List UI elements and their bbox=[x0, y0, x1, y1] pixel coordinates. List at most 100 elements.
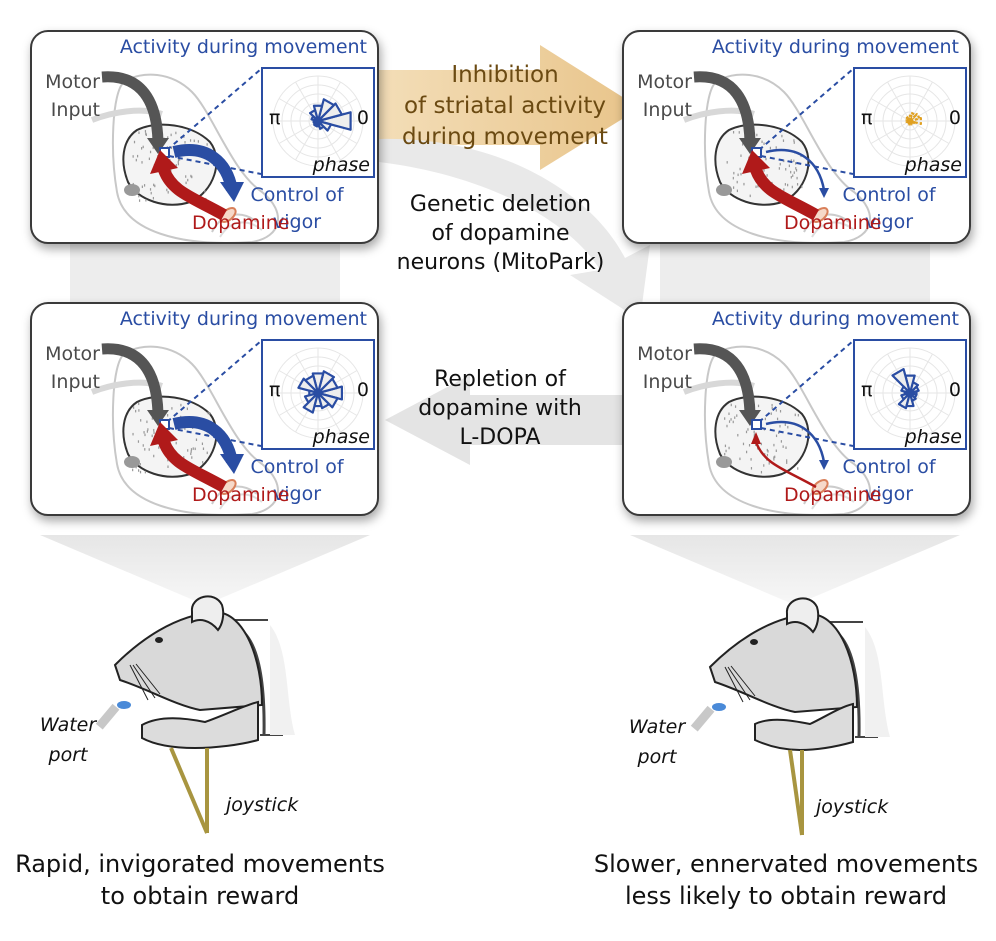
polar-grid-spoke bbox=[870, 120, 911, 144]
texture-dot bbox=[146, 430, 148, 433]
inhibition-line-1: Inhibition bbox=[451, 62, 559, 88]
texture-dot bbox=[755, 185, 757, 189]
water-port-label-right: Water port bbox=[627, 712, 687, 772]
texture-dot bbox=[786, 459, 788, 462]
texture-dot bbox=[177, 158, 180, 162]
texture-dot bbox=[725, 449, 727, 453]
texture-dot bbox=[206, 143, 208, 146]
mouse-left bbox=[95, 595, 295, 834]
texture-dot bbox=[185, 181, 187, 185]
motor-input-arrow bbox=[693, 343, 756, 415]
texture-dot bbox=[765, 157, 767, 161]
texture-dot bbox=[209, 411, 211, 415]
texture-dot bbox=[785, 168, 787, 171]
dopamine-arrowhead bbox=[742, 150, 770, 174]
texture-dot bbox=[781, 134, 783, 138]
texture-dot bbox=[779, 162, 781, 166]
texture-dot bbox=[750, 467, 753, 470]
texture-dot bbox=[190, 174, 192, 178]
texture-dot bbox=[158, 446, 160, 449]
texture-dot bbox=[152, 196, 155, 200]
texture-dot bbox=[745, 450, 748, 454]
polar-grid-spoke bbox=[887, 120, 911, 161]
caption-right-line-2: less likely to obtain reward bbox=[624, 882, 948, 910]
caption-right-line-1: Slower, ennervated movements bbox=[593, 850, 979, 878]
texture-dot bbox=[734, 416, 736, 419]
control-label-line-2: vigor bbox=[864, 211, 914, 233]
texture-dot bbox=[779, 410, 782, 413]
polar-center bbox=[906, 389, 914, 397]
nigra-outline-2 bbox=[811, 493, 855, 510]
texture-dot bbox=[136, 154, 139, 158]
dopamine-arrowhead bbox=[150, 150, 178, 174]
caption-left-line-2: to obtain reward bbox=[100, 882, 300, 910]
brain-outline bbox=[703, 73, 871, 242]
texture-dot bbox=[740, 172, 742, 176]
texture-dot bbox=[766, 174, 768, 177]
deletion-line-1: Genetic deletion bbox=[409, 192, 592, 217]
texture-dot bbox=[730, 418, 732, 421]
tube-body bbox=[270, 625, 295, 735]
texture-dot bbox=[189, 139, 192, 142]
texture-dot bbox=[796, 176, 798, 180]
texture-dot bbox=[757, 185, 759, 188]
texture-dot bbox=[760, 442, 762, 446]
texture-dot bbox=[797, 467, 799, 470]
texture-dot bbox=[784, 183, 786, 186]
polar-histogram bbox=[272, 347, 364, 439]
texture-dot bbox=[739, 167, 741, 171]
connector-left bbox=[70, 240, 340, 305]
texture-dot bbox=[749, 194, 751, 198]
texture-dot bbox=[793, 141, 795, 144]
texture-dot bbox=[183, 456, 185, 459]
dopamine-arrow bbox=[750, 167, 819, 221]
whiskers bbox=[724, 665, 756, 703]
texture-dot bbox=[138, 469, 140, 472]
control-of-vigor-label: Control of vigor bbox=[829, 182, 949, 236]
inset-zoom-line-1 bbox=[166, 340, 262, 423]
cone-right bbox=[630, 535, 960, 605]
texture-dot bbox=[769, 146, 771, 150]
texture-dot bbox=[144, 433, 146, 437]
water-port-line-1: Water bbox=[628, 716, 686, 738]
texture-dot bbox=[170, 169, 172, 172]
texture-dot bbox=[797, 413, 799, 417]
texture-dot bbox=[732, 420, 734, 424]
texture-dot bbox=[192, 447, 194, 450]
motor-label-line-1: Motor bbox=[637, 71, 692, 93]
texture-dot bbox=[154, 184, 156, 188]
texture-dot bbox=[144, 448, 146, 451]
caption-right: Slower, ennervated movements less likely… bbox=[576, 848, 996, 912]
texture-dot bbox=[187, 178, 189, 182]
polar-bin-wedge bbox=[297, 377, 320, 395]
texture-dot bbox=[193, 139, 195, 143]
texture-dot bbox=[757, 404, 760, 408]
polar-bin-wedge bbox=[316, 391, 339, 409]
brain-section bbox=[682, 68, 871, 242]
texture-dot bbox=[775, 146, 777, 149]
polar-center bbox=[314, 117, 322, 125]
caption-left: Rapid, invigorated movements to obtain r… bbox=[0, 848, 400, 912]
motor-input-label: Motor Input bbox=[630, 68, 692, 124]
dopamine-arrow bbox=[158, 439, 227, 493]
texture-dot bbox=[790, 159, 792, 162]
deletion-label: Genetic deletion of dopamine neurons (Mi… bbox=[378, 190, 623, 277]
texture-dot bbox=[793, 139, 795, 142]
inset-zoom-line-1 bbox=[166, 68, 262, 151]
water-drop bbox=[712, 703, 726, 711]
nigra-outline-2 bbox=[811, 221, 855, 238]
polar-center bbox=[314, 389, 322, 397]
texture-dot bbox=[770, 412, 772, 415]
texture-dot bbox=[771, 406, 773, 410]
texture-dot bbox=[152, 146, 154, 150]
texture-dot bbox=[146, 420, 148, 424]
texture-dot bbox=[726, 424, 728, 428]
motor-input-arrow bbox=[101, 343, 164, 415]
texture-dot bbox=[202, 461, 204, 464]
ventricle bbox=[124, 184, 140, 196]
polar-histogram bbox=[864, 347, 956, 439]
control-of-vigor-label: Control of vigor bbox=[829, 454, 949, 508]
texture-dot bbox=[736, 180, 738, 184]
texture-dot bbox=[794, 413, 796, 417]
